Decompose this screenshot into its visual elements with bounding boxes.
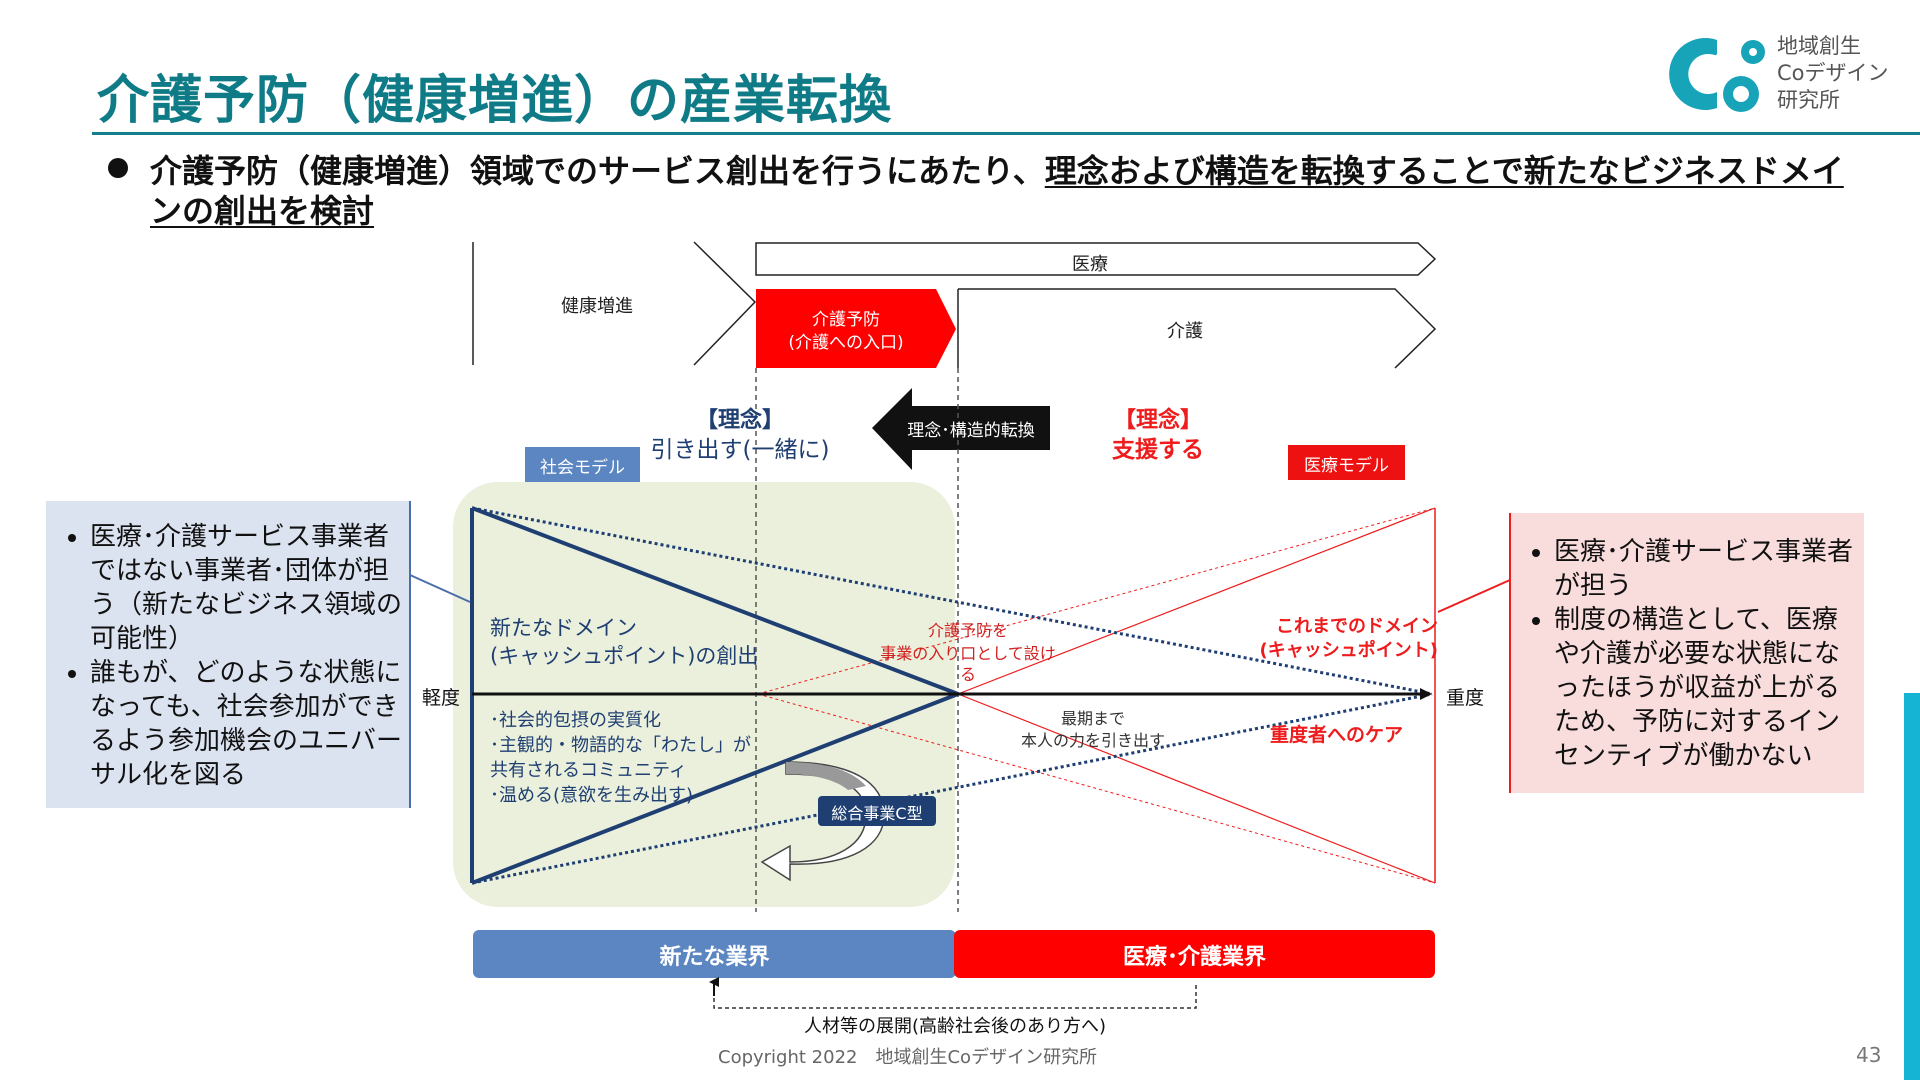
right-info-item-2: 制度の構造として、医療や介護が必要な状態になったほうが収益が上がるため、予防に対… [1554, 603, 1858, 773]
health-stage-chevron [693, 241, 757, 366]
saigo-line1: 最期まで [1060, 709, 1125, 728]
old-domain-line2: (キャッシュポイント) [1259, 640, 1438, 661]
stage-yobo-sub-label: (介護への入口) [788, 333, 904, 353]
logo-mark-icon [1669, 38, 1765, 112]
new-domain-line2: (キャッシュポイント)の創出 [490, 644, 759, 668]
lead-text-line1: 介護予防（健康増進）領域でのサービス創出を行うにあたり、理念および構造を転換する… [150, 146, 1844, 192]
right-accent-bar [1904, 693, 1920, 1080]
rinen-left-heading: 【理念】 [695, 408, 784, 433]
lead-part3: ンの創出を検討 [150, 192, 375, 230]
center-note-line3: る [960, 665, 977, 684]
stage-iryo-label: 医療 [1072, 254, 1108, 275]
lead-part2: 理念および構造を転換することで新たなビジネスドメイ [1044, 152, 1844, 190]
old-domain-line1: これまでのドメイン [1276, 616, 1438, 637]
yobo-stage-arrow [756, 289, 956, 368]
stage-chevrons [472, 241, 1437, 369]
stage-yobo-label: 介護予防 [812, 310, 880, 330]
social-inclusion-item-4: ･温める(意欲を生み出す) [490, 785, 694, 806]
medical-care-industry-bar [954, 930, 1435, 978]
iryo-stage-arrow [755, 242, 1437, 276]
severe-care-label: 重度者へのケア [1270, 724, 1404, 746]
title-divider [92, 132, 1920, 135]
right-box-connector [1437, 579, 1511, 613]
lead-part1: 介護予防（健康増進）領域でのサービス創出を行うにあたり、 [150, 152, 1045, 190]
page-number: 43 [1856, 1043, 1882, 1067]
rinen-left-body: 引き出す(一緒に) [650, 437, 830, 463]
axis-label-severe: 重度 [1446, 687, 1485, 709]
right-info-box: 医療･介護サービス事業者が担う 制度の構造として、医療や介護が必要な状態になった… [1512, 535, 1858, 773]
circulation-arrow-shade [786, 762, 866, 790]
social-model-label: 社会モデル [540, 458, 625, 478]
social-inclusion-item-1: ･社会的包摂の実質化 [490, 710, 661, 731]
transform-arrow-icon [872, 388, 1050, 470]
center-note-line1: 介護予防を [927, 621, 1008, 640]
lead-text-line2: ンの創出を検討 [150, 186, 374, 232]
rinen-right-heading: 【理念】 [1113, 408, 1202, 433]
sogo-label: 総合事業C型 [831, 804, 923, 823]
left-info-box: 医療･介護サービス事業者ではない事業者･団体が担う（新たなビジネス領域の可能性）… [48, 520, 404, 792]
right-box-bg [1510, 513, 1864, 793]
left-box-connector [409, 574, 471, 603]
social-model-triangle [470, 506, 1433, 885]
page-title: 介護予防（健康増進）の産業転換 [97, 71, 893, 131]
left-info-item-2: 誰もが、どのような状態になっても、社会参加ができるよう参加機会のユニバーサル化を… [90, 656, 404, 792]
social-inclusion-list: ･社会的包摂の実質化 ･主観的・物語的な「わたし」が 共有されるコミュニティ ･… [490, 708, 751, 808]
medical-model-label: 医療モデル [1304, 456, 1389, 476]
talent-deployment-label: 人材等の展開(高齢社会後のあり方へ) [803, 1016, 1107, 1037]
stage-kaigo-label: 介護 [1167, 321, 1203, 342]
logo-text-line2: Coデザイン [1777, 61, 1889, 85]
new-industry-label: 新たな業界 [659, 945, 770, 970]
left-box-bg [46, 501, 410, 808]
organization-logo: 地域創生 Coデザイン 研究所 [1655, 22, 1905, 122]
stage-health-label: 健康増進 [561, 296, 633, 317]
medical-model-lines [757, 507, 1436, 884]
medical-model-badge [1288, 445, 1405, 480]
center-note-line2: 事業の入り口として設け [880, 644, 1056, 663]
talent-deployment-bracket [713, 984, 1197, 1009]
bullet-icon [108, 158, 128, 178]
kaigo-stage-chevron [958, 288, 1437, 369]
logo-text-line1: 地域創生 [1777, 34, 1861, 58]
left-info-item-1: 医療･介護サービス事業者ではない事業者･団体が担う（新たなビジネス領域の可能性） [90, 520, 404, 656]
rinen-right-body: 支援する [1112, 437, 1204, 463]
new-domain-line1: 新たなドメイン [490, 616, 637, 640]
social-inclusion-item-3: 共有されるコミュニティ [490, 760, 687, 781]
axis-label-mild: 軽度 [422, 687, 461, 709]
copyright-footer: Copyright 2022 地域創生Coデザイン研究所 [718, 1047, 1098, 1068]
medical-care-industry-label: 医療･介護業界 [1122, 945, 1266, 970]
right-info-item-1: 医療･介護サービス事業者が担う [1554, 535, 1858, 603]
new-industry-bar [473, 930, 956, 978]
social-inclusion-item-2: ･主観的・物語的な「わたし」が [490, 735, 751, 756]
saigo-line2: 本人の力を引き出す [1020, 731, 1165, 750]
logo-text-line3: 研究所 [1777, 88, 1840, 112]
social-model-badge [525, 447, 640, 482]
transform-label: 理念･構造的転換 [907, 421, 1035, 441]
sogo-label-bg [818, 796, 936, 826]
